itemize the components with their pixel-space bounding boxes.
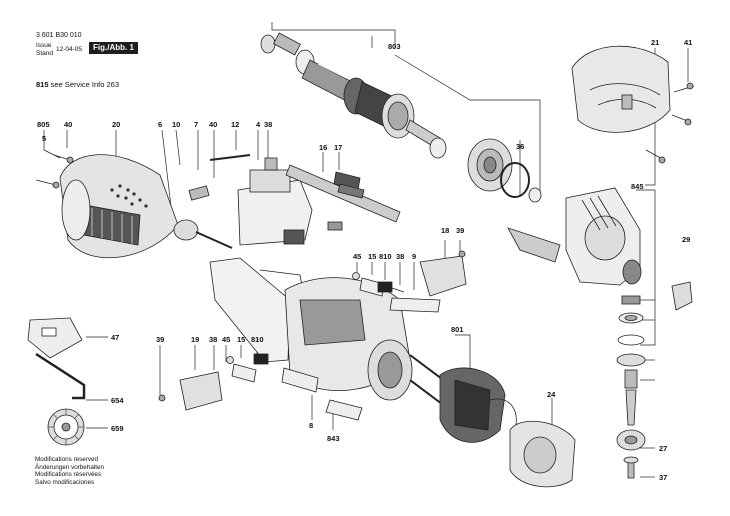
callout-10: 10 bbox=[172, 120, 181, 129]
service-note-number: 815 bbox=[36, 80, 49, 89]
callout-40b: 40 bbox=[209, 120, 218, 129]
issue-label: Issue bbox=[36, 42, 52, 49]
callout-21: 21 bbox=[651, 38, 660, 47]
modifications-en: Modifications reserved bbox=[35, 456, 98, 463]
callout-41: 41 bbox=[684, 38, 693, 47]
callout-810b: 810 bbox=[251, 335, 264, 344]
callout-38: 38 bbox=[264, 120, 273, 129]
callout-45: 45 bbox=[353, 252, 362, 261]
callout-803: 803 bbox=[388, 42, 401, 51]
modifications-note: Modifications reserved Änderungen vorbeh… bbox=[35, 456, 104, 486]
modifications-de: Änderungen vorbehalten bbox=[35, 463, 104, 471]
callout-37: 37 bbox=[659, 473, 668, 482]
callout-24: 24 bbox=[547, 390, 556, 399]
callout-20: 20 bbox=[112, 120, 121, 129]
callout-17: 17 bbox=[334, 143, 343, 152]
service-note-text: see Service Info 263 bbox=[50, 80, 119, 89]
callout-6: 6 bbox=[158, 120, 163, 129]
callout-38c: 38 bbox=[209, 335, 218, 344]
service-note: 815 see Service Info 263 bbox=[36, 80, 119, 89]
callout-4: 4 bbox=[256, 120, 261, 129]
callout-12: 12 bbox=[231, 120, 240, 129]
callout-16: 16 bbox=[319, 143, 328, 152]
callout-45b: 45 bbox=[222, 335, 231, 344]
callout-843: 843 bbox=[327, 434, 340, 443]
stand-label: Stand bbox=[36, 50, 53, 57]
callout-810: 810 bbox=[379, 252, 392, 261]
callout-38b: 38 bbox=[396, 252, 405, 261]
callout-845: 845 bbox=[631, 182, 644, 191]
part-number: 3 601 B30 010 bbox=[36, 32, 82, 39]
callout-19: 19 bbox=[191, 335, 200, 344]
callout-7: 7 bbox=[194, 120, 199, 129]
callout-8: 8 bbox=[309, 421, 314, 430]
figure-label: Fig./Abb. 1 bbox=[89, 42, 138, 54]
callout-5: 5 bbox=[42, 134, 47, 143]
callout-9: 9 bbox=[412, 252, 417, 261]
callout-39: 39 bbox=[456, 226, 465, 235]
callout-801: 801 bbox=[451, 325, 464, 334]
callout-654: 654 bbox=[111, 396, 124, 405]
callout-39b: 39 bbox=[156, 335, 165, 344]
callout-805: 805 bbox=[37, 120, 50, 129]
callout-659: 659 bbox=[111, 424, 124, 433]
callout-18: 18 bbox=[441, 226, 450, 235]
callout-47: 47 bbox=[111, 333, 120, 342]
callout-40: 40 bbox=[64, 120, 73, 129]
callout-36: 36 bbox=[516, 142, 525, 151]
callout-15b: 15 bbox=[237, 335, 246, 344]
callout-27: 27 bbox=[659, 444, 668, 453]
callout-15: 15 bbox=[368, 252, 377, 261]
modifications-es: Salvo modificaciones bbox=[35, 478, 95, 486]
callout-29: 29 bbox=[682, 235, 691, 244]
modifications-fr: Modifications réservées bbox=[35, 471, 102, 479]
issue-date: 12-04-05 bbox=[56, 46, 83, 53]
